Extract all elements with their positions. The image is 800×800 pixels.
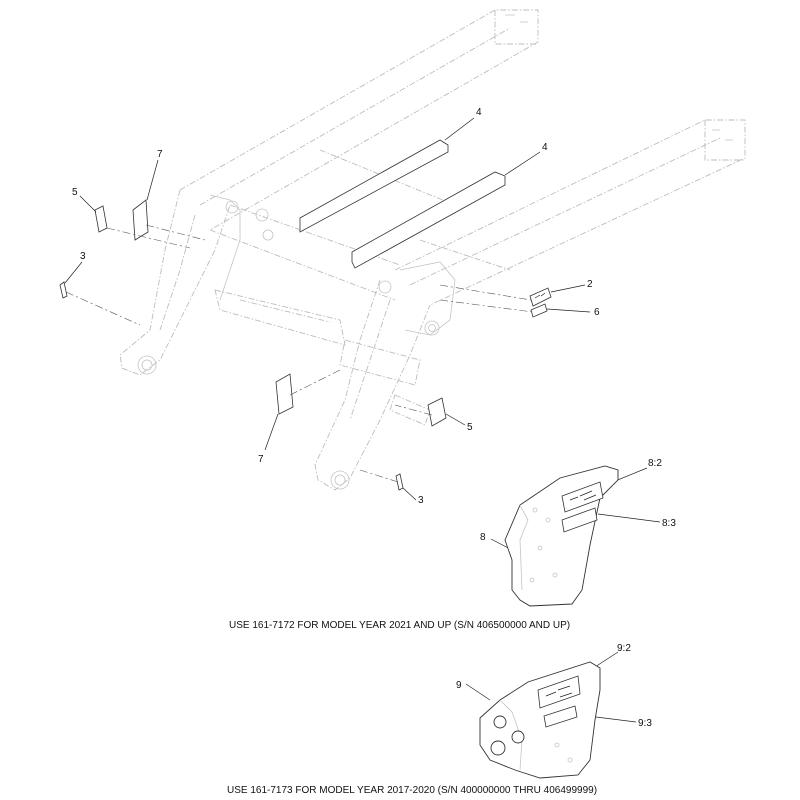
callout-4-upper: 4	[476, 107, 482, 118]
callout-5-lower: 5	[467, 422, 473, 433]
decal-5-lower[interactable]	[427, 397, 447, 427]
loader-frame-ghost	[119, 9, 746, 491]
part-9-bracket[interactable]	[479, 661, 601, 779]
callout-7-lower: 7	[258, 454, 264, 465]
callout-9-3: 9:3	[638, 718, 652, 729]
placement-lines	[65, 224, 534, 483]
callout-6: 6	[594, 307, 600, 318]
callout-8-3: 8:3	[662, 518, 676, 529]
decal-3-upper[interactable]	[59, 281, 68, 299]
decal-7-lower[interactable]	[275, 373, 294, 415]
callout-2: 2	[587, 279, 593, 290]
part-8-plate[interactable]	[504, 465, 619, 607]
callout-9: 9	[456, 680, 462, 691]
model-captions: USE 161-7172 FOR MODEL YEAR 2021 AND UP …	[227, 620, 597, 796]
callout-7-upper: 7	[157, 149, 163, 160]
callout-4-lower: 4	[542, 142, 548, 153]
callout-5-upper: 5	[72, 187, 78, 198]
caption-model-2017: USE 161-7173 FOR MODEL YEAR 2017-2020 (S…	[227, 785, 597, 796]
callout-9-2: 9:2	[617, 643, 631, 654]
caption-model-2021: USE 161-7172 FOR MODEL YEAR 2021 AND UP …	[229, 620, 570, 631]
decal-6[interactable]	[530, 303, 548, 318]
decal-4-upper[interactable]	[299, 139, 449, 233]
decal-4-lower[interactable]	[351, 171, 506, 269]
callout-8: 8	[480, 532, 486, 543]
decal-7-upper[interactable]	[132, 199, 149, 241]
callout-3-upper: 3	[80, 251, 86, 262]
callout-8-2: 8:2	[648, 458, 662, 469]
callout-3-lower: 3	[418, 495, 424, 506]
callout-labels: 4 4 7 5 3 2 6 7 5 3 8 8:2 8:3 9 9:2 9:3	[72, 107, 676, 729]
decal-5-upper[interactable]	[94, 205, 108, 233]
decal-2[interactable]	[529, 287, 552, 307]
